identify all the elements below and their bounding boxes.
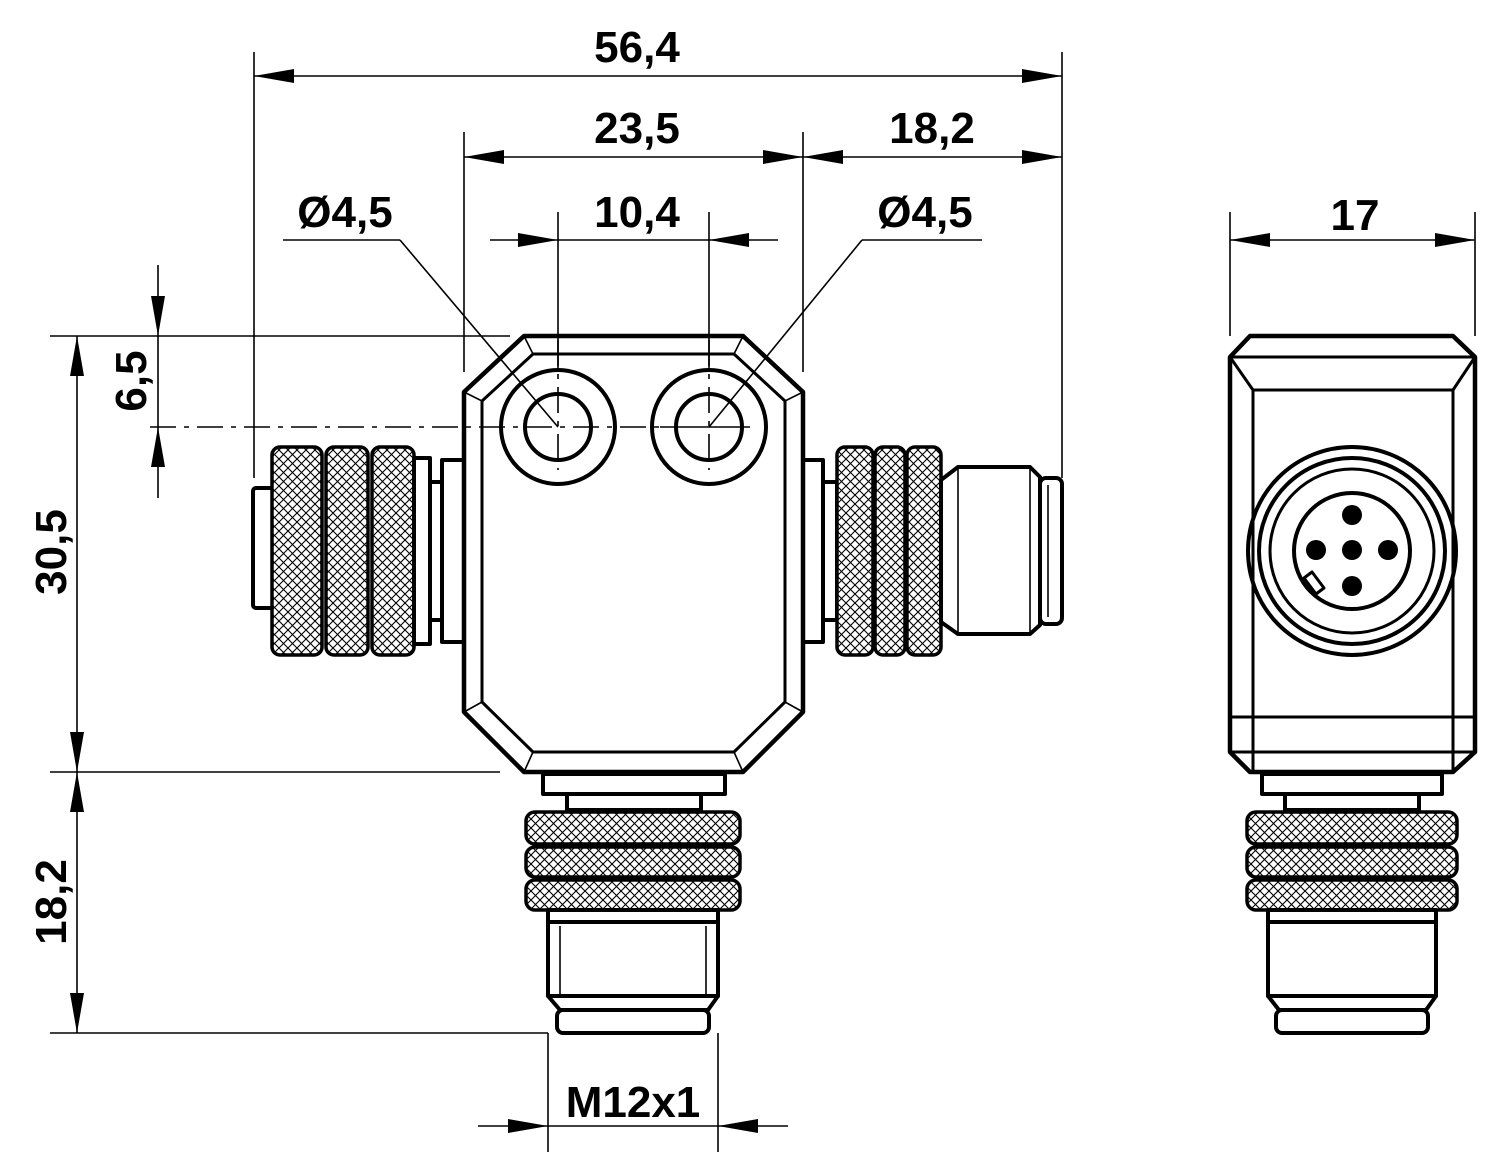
leader-right-hole [708,239,863,428]
front-view [150,333,1064,1035]
socket-ring-outer [1246,445,1458,657]
left-knurl-ring-1 [270,445,324,657]
side-knurl-ring-2 [1245,845,1459,879]
bottom-connector-thread-cap [546,920,720,998]
pin-2 [1306,540,1326,560]
left-knurl-ring-2 [324,445,370,657]
bottom-connector-neck [565,792,703,812]
left-connector-shoulder [440,458,466,644]
side-knurl-ring-1 [1245,810,1459,846]
dim-side-width: 17 [1331,191,1380,240]
dim-body-height: 30,5 [27,509,76,595]
dim-overall-width: 56,4 [594,23,680,72]
right-knurl-ring-1 [835,445,875,657]
pin-5 [1342,576,1362,596]
right-connector [799,445,1064,657]
bottom-knurl-ring-1 [524,810,742,846]
dim-hole-offset: 6,5 [107,350,156,411]
side-view [1227,333,1478,1035]
bottom-knurl-ring-3 [524,878,742,912]
side-connector-collar [1260,772,1444,796]
bevel-corner-3 [784,391,804,402]
pin-4 [1378,540,1398,560]
pin-1 [1342,505,1362,525]
right-knurl-ring-2 [873,445,907,657]
dim-thread: M12x1 [566,1078,701,1127]
right-knurl-ring-3 [905,445,943,657]
dim-body-width: 23,5 [594,104,680,153]
right-connector-neck [821,480,839,622]
socket-insert [1292,491,1412,611]
socket-ring-inner [1268,467,1436,635]
dim-hole-spacing: 10,4 [594,188,680,237]
dim-hole-diameter-right: Ø4,5 [877,188,972,237]
socket-coding-key [1302,570,1326,596]
side-lower-edge [1251,717,1455,772]
bottom-connector-tip [555,1008,711,1035]
bevel-corner-6 [523,751,534,773]
side-connector-neck [1283,792,1421,812]
dim-right-connector-length: 18,2 [889,104,975,153]
bottom-knurl-ring-2 [524,845,742,879]
bevel-corner-2 [733,335,744,355]
left-connector [251,445,466,657]
bevel-corner-4 [784,701,804,713]
left-connector-collar [412,456,432,646]
bottom-connector-collar [541,772,727,796]
dimension-labels: 56,4 23,5 18,2 10,4 Ø4,5 Ø4,5 17 M12x1 6… [27,23,1379,1127]
dimension-lines [50,52,1476,1152]
side-connector-tip [1274,1008,1430,1035]
bevel-corner-5 [733,751,744,773]
housing-outline [461,333,806,775]
dim-hole-diameter-left: Ø4,5 [297,188,392,237]
bevel-corner-8 [463,391,483,402]
socket-ring-middle [1257,456,1447,646]
right-connector-thread-body [939,465,1042,636]
leader-left-hole [399,239,559,428]
side-knurl-ring-3 [1245,878,1459,912]
right-connector-tip [1038,476,1064,626]
left-knurl-ring-3 [370,445,416,657]
side-bevel [1228,356,1477,391]
bottom-connector [524,772,742,1035]
bevel-corner-1 [523,335,534,355]
pin-3 [1342,540,1362,560]
side-connector-thread-cap [1266,920,1438,998]
bevel-corner-7 [463,701,483,713]
dim-bottom-connector-length: 18,2 [27,859,76,945]
housing [461,333,806,775]
